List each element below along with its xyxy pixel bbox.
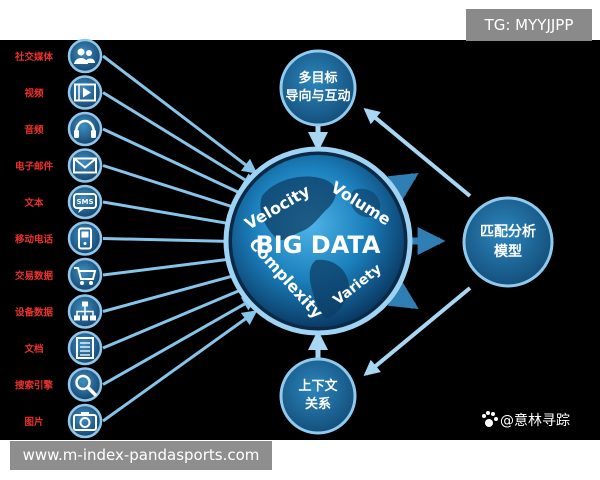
arrow-right-node-to-bottom-node <box>363 286 472 377</box>
source-arrow <box>102 281 258 350</box>
node-bottom-label-line1: 上下文 <box>298 378 338 394</box>
watermark-text: @意林寻踪 <box>500 412 570 429</box>
globe-continent-south-america <box>309 259 349 319</box>
node-top-label-line1: 多目标 <box>298 70 337 86</box>
source-arrow <box>102 265 258 313</box>
globe-continent-north-america <box>260 176 336 241</box>
source-arrow <box>102 127 258 202</box>
source-label: 文档 <box>23 343 44 355</box>
watermark: @意林寻踪 <box>482 411 570 429</box>
headphones-icon <box>67 111 103 147</box>
node-bottom-circle <box>279 357 357 435</box>
people-icon <box>67 38 103 74</box>
node-top-label-line2: 导向与互动 <box>285 88 350 104</box>
source-arrow <box>102 310 258 423</box>
envelope-icon <box>67 148 103 183</box>
sms-icon-text: SMS <box>76 198 93 206</box>
node-right-label-line2: 模型 <box>494 243 522 260</box>
source-label: 文本 <box>23 197 44 209</box>
source-label: 电子邮件 <box>15 161 54 173</box>
source-arrows <box>102 54 258 423</box>
node-bottom-label-line2: 关系 <box>305 396 331 412</box>
bottom-badge: www.m-index-pandasports.com <box>10 441 272 470</box>
source-arrow <box>102 164 258 218</box>
source-arrow <box>102 296 258 386</box>
network-icon <box>67 294 103 329</box>
node-right: 匹配分析 模型 <box>462 196 554 288</box>
node-top: 多目标 导向与互动 <box>279 49 357 127</box>
source-label: 社交媒体 <box>14 51 54 63</box>
node-top-circle <box>279 49 357 127</box>
source-label: 设备数据 <box>15 307 54 319</box>
node-bottom: 上下文 关系 <box>279 357 357 435</box>
camera-icon <box>67 403 103 439</box>
source-label: 搜索引擎 <box>15 380 54 392</box>
document-icon <box>67 330 103 366</box>
top-badge: TG: MYYJJPP <box>466 9 592 41</box>
big-data-globe: BIG DATA Velocity Volume Complexity Vari… <box>223 146 413 336</box>
source-arrow <box>102 91 258 188</box>
node-right-label-line1: 匹配分析 <box>480 223 536 240</box>
source-label: 交易数据 <box>15 270 54 282</box>
source-label: 移动电话 <box>15 234 54 246</box>
node-right-circle <box>462 196 554 288</box>
mobile-phone-icon <box>67 221 103 256</box>
globe-continent-europe <box>350 188 381 218</box>
source-label: 视频 <box>24 88 44 100</box>
film-icon <box>67 75 103 110</box>
source-label: 音频 <box>24 124 44 136</box>
source-arrow <box>102 54 258 174</box>
magnifier-icon <box>67 367 103 402</box>
paw-icon <box>482 411 498 427</box>
source-label: 图片 <box>24 416 43 428</box>
globe-title: BIG DATA <box>256 231 381 259</box>
shopping-cart-icon <box>67 257 103 293</box>
arrow-right-node-to-top-node <box>363 107 472 198</box>
sms-icon: SMS <box>67 184 103 220</box>
